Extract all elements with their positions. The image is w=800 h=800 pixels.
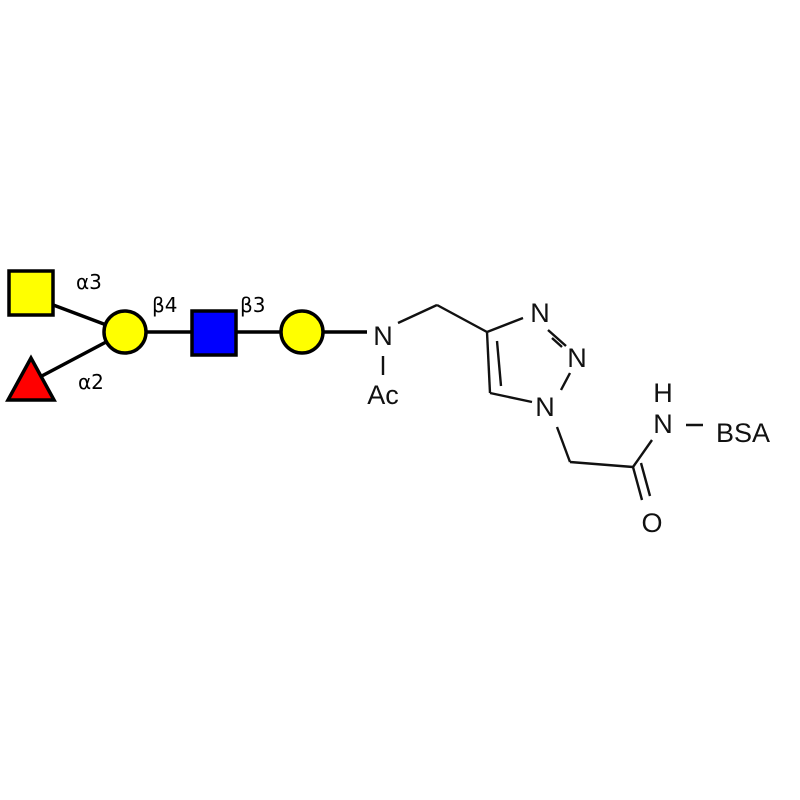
linkage-beta3: β3: [240, 293, 266, 317]
atom-amide-h: H: [653, 378, 673, 408]
linkage-beta4: β4: [152, 293, 178, 317]
glcnac-square: [190, 309, 238, 357]
atom-acetyl: Ac: [367, 380, 399, 410]
galnac-square: [7, 269, 55, 317]
atom-triazole-n3: N: [530, 298, 550, 328]
atom-triazole-n1: N: [535, 392, 555, 422]
atom-amide-n: N: [653, 409, 673, 439]
atom-triazole-n2: N: [567, 343, 587, 373]
gal-circle-branch: [102, 309, 148, 355]
linkage-alpha3: α3: [76, 270, 102, 294]
atom-carbonyl-o: O: [641, 508, 662, 538]
carrier-bsa: BSA: [716, 418, 770, 448]
gal-circle-reducing: [279, 309, 325, 355]
fucose-triangle: [5, 354, 57, 402]
atom-n-amide: N: [373, 321, 393, 351]
linkage-alpha2: α2: [78, 370, 104, 394]
linker-bonds: [381, 303, 703, 501]
